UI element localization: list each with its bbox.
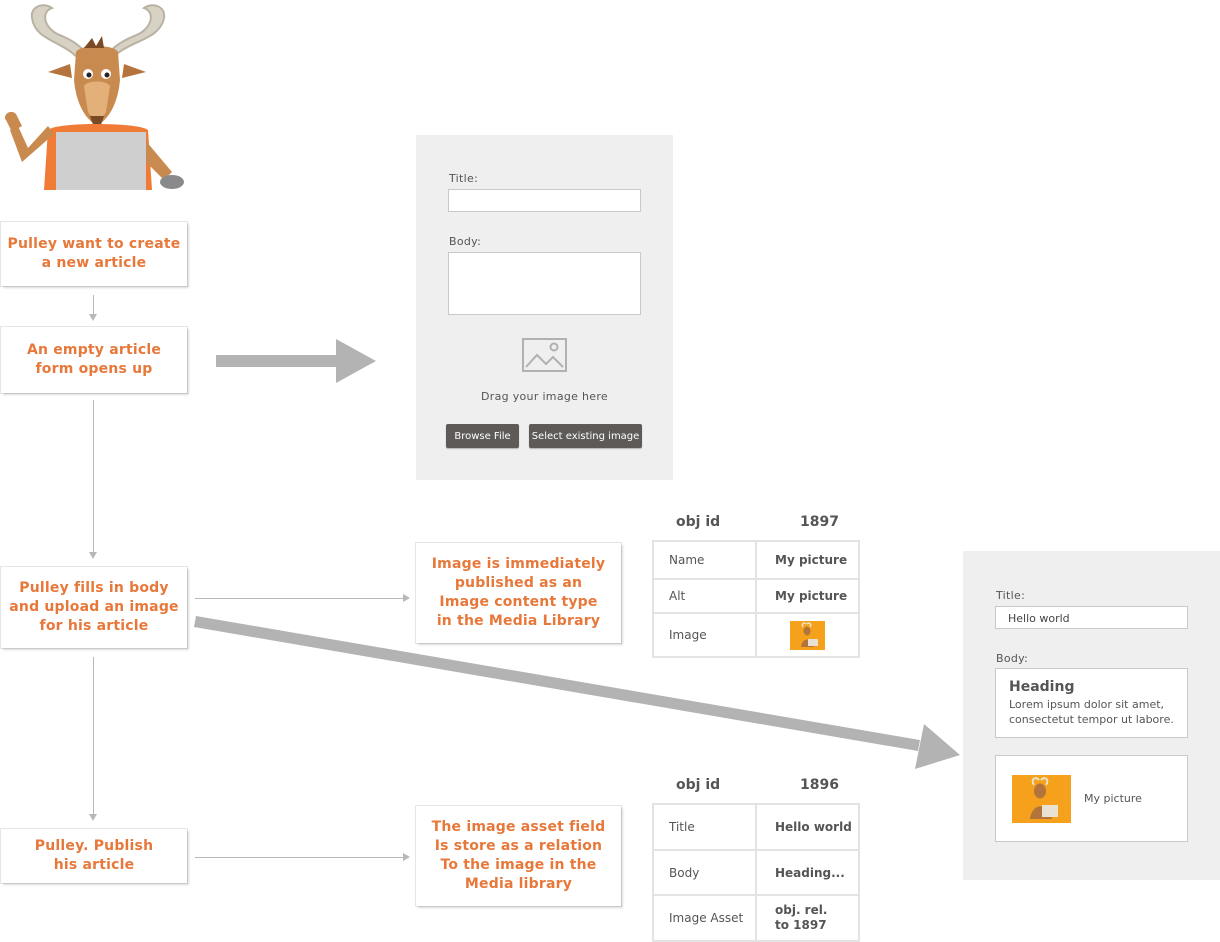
step-fill-body: Pulley fills in body and upload an image… [1, 567, 187, 648]
connector-to-media-note [195, 598, 403, 599]
row-key: Image [652, 612, 757, 658]
big-arrow-to-empty-form [216, 339, 376, 383]
connector-3-4-head [89, 814, 97, 821]
body-input[interactable]: Heading Lorem ipsum dolor sit amet, cons… [995, 668, 1188, 738]
image-caption: My picture [1084, 792, 1142, 805]
title-input[interactable]: Hello world [995, 606, 1188, 629]
obj-id-label-image: obj id [676, 514, 721, 530]
media-library-note: Image is immediately published as an Ima… [416, 543, 621, 643]
table-row: Alt My picture [652, 578, 860, 614]
connector-2-3-head [89, 552, 97, 559]
row-key: Title [652, 803, 757, 851]
row-key: Body [652, 849, 757, 896]
body-input[interactable] [448, 252, 641, 315]
step-create-article: Pulley want to create a new article [1, 222, 187, 286]
obj-id-article: 1896 [800, 777, 839, 793]
step-publish: Pulley. Publish his article [1, 829, 187, 883]
title-label: Title: [996, 589, 1026, 602]
row-value-image [755, 612, 860, 658]
article-object-table: Title Hello world Body Heading... Image … [652, 803, 860, 942]
connector-3-4 [93, 657, 94, 815]
connector-to-relation-note-head [403, 853, 410, 861]
row-value: My picture [755, 540, 860, 580]
image-placeholder-icon[interactable] [522, 338, 567, 372]
body-lorem: Lorem ipsum dolor sit amet, consectetut … [1009, 698, 1174, 726]
drop-image-text: Drag your image here [481, 390, 608, 403]
goat-thumbnail-icon [1012, 775, 1071, 823]
browse-file-button[interactable]: Browse File [446, 424, 519, 448]
obj-id-label-article: obj id [676, 777, 721, 793]
connector-to-relation-note [195, 857, 403, 858]
table-row: Body Heading... [652, 849, 860, 896]
image-asset-field[interactable]: My picture [995, 755, 1188, 842]
table-row: Title Hello world [652, 803, 860, 851]
title-input[interactable] [448, 189, 641, 212]
goat-thumbnail-icon [790, 620, 825, 650]
title-label: Title: [449, 172, 479, 185]
row-value: Hello world [755, 803, 860, 851]
row-key: Image Asset [652, 894, 757, 942]
step-empty-form: An empty article form opens up [1, 327, 187, 393]
image-object-table: Name My picture Alt My picture Image [652, 540, 860, 658]
goat-mascot-illustration [4, 4, 184, 190]
obj-id-image: 1897 [800, 514, 839, 530]
table-row: Name My picture [652, 540, 860, 580]
row-key: Alt [652, 578, 757, 614]
row-value: Heading... [755, 849, 860, 896]
table-row: Image [652, 612, 860, 658]
row-value: My picture [755, 578, 860, 614]
body-label: Body: [996, 652, 1029, 665]
table-row: Image Asset obj. rel. to 1897 [652, 894, 860, 942]
relation-note: The image asset field Is store as a rela… [416, 806, 621, 906]
row-value: obj. rel. to 1897 [755, 894, 860, 942]
row-key: Name [652, 540, 757, 580]
select-existing-image-button[interactable]: Select existing image [529, 424, 642, 448]
connector-2-3 [93, 400, 94, 553]
connector-to-media-note-head [403, 594, 410, 602]
connector-1-2-head [89, 314, 97, 321]
connector-1-2 [93, 295, 94, 315]
body-label: Body: [449, 235, 482, 248]
body-heading: Heading [1009, 679, 1075, 695]
